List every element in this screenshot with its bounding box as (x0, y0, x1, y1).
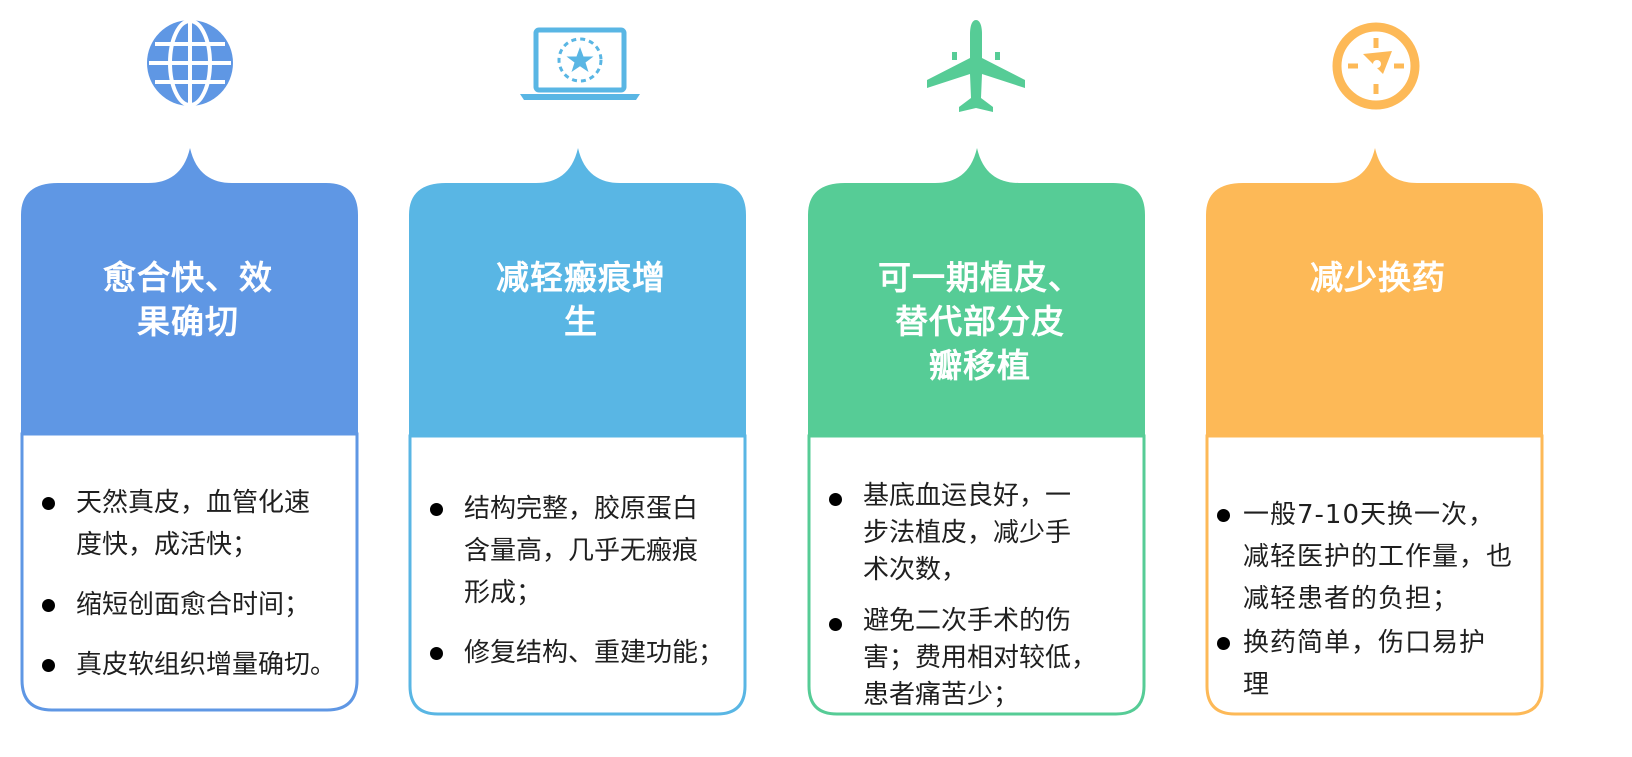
card-bullet-list: 一般7-10天换一次，减轻医护的工作量，也减轻患者的负担； 换药简单，伤口易护理 (1217, 494, 1543, 708)
laptop-star-icon (520, 27, 640, 100)
list-item: 基底血运良好，一步法植皮，减少手术次数， (827, 478, 1093, 589)
card-bullet-list: 结构完整，胶原蛋白含量高，几乎无瘢痕形成； 修复结构、重建功能； (428, 488, 746, 692)
list-item: 避免二次手术的伤害；费用相对较低，患者痛苦少； (827, 603, 1113, 714)
globe-icon (147, 19, 233, 107)
card-title: 减少换药 (1310, 258, 1446, 297)
card-bullet-list: 基底血运良好，一步法植皮，减少手术次数， 避免二次手术的伤害；费用相对较低，患者… (827, 478, 1145, 728)
card-bullet-list: 天然真皮，血管化速度快，成活快； 缩短创面愈合时间； 真皮软组织增量确切。 (40, 482, 358, 704)
list-item: 换药简单，伤口易护理 (1217, 622, 1493, 706)
compass-icon (1332, 22, 1420, 110)
list-item: 一般7-10天换一次，减轻医护的工作量，也减轻患者的负担； (1217, 494, 1513, 620)
airplane-icon (927, 20, 1025, 112)
list-item: 真皮软组织增量确切。 (40, 644, 358, 686)
card-title: 可一期植皮、 替代部分皮 瓣移植 (878, 258, 1082, 385)
list-item: 天然真皮，血管化速度快，成活快； (40, 482, 326, 566)
feature-card-scar: 减轻瘢痕增 生 结构完整，胶原蛋白含量高，几乎无瘢痕形成； 修复结构、重建功能； (406, 148, 756, 742)
card-background (1205, 148, 1544, 716)
card-title: 愈合快、效 果确切 (103, 258, 273, 341)
feature-card-grafting: 可一期植皮、 替代部分皮 瓣移植 基底血运良好，一步法植皮，减少手术次数， 避免… (805, 148, 1155, 742)
list-item: 缩短创面愈合时间； (40, 584, 358, 626)
card-background (20, 148, 359, 712)
feature-card-healing: 愈合快、效 果确切 天然真皮，血管化速度快，成活快； 缩短创面愈合时间； 真皮软… (18, 148, 368, 742)
list-item: 修复结构、重建功能； (428, 632, 746, 674)
feature-card-dressing: 减少换药 一般7-10天换一次，减轻医护的工作量，也减轻患者的负担； 换药简单，… (1203, 148, 1553, 742)
card-background (807, 148, 1146, 716)
card-background (408, 148, 747, 716)
card-title: 减轻瘢痕增 生 (496, 258, 666, 341)
list-item: 结构完整，胶原蛋白含量高，几乎无瘢痕形成； (428, 488, 704, 614)
